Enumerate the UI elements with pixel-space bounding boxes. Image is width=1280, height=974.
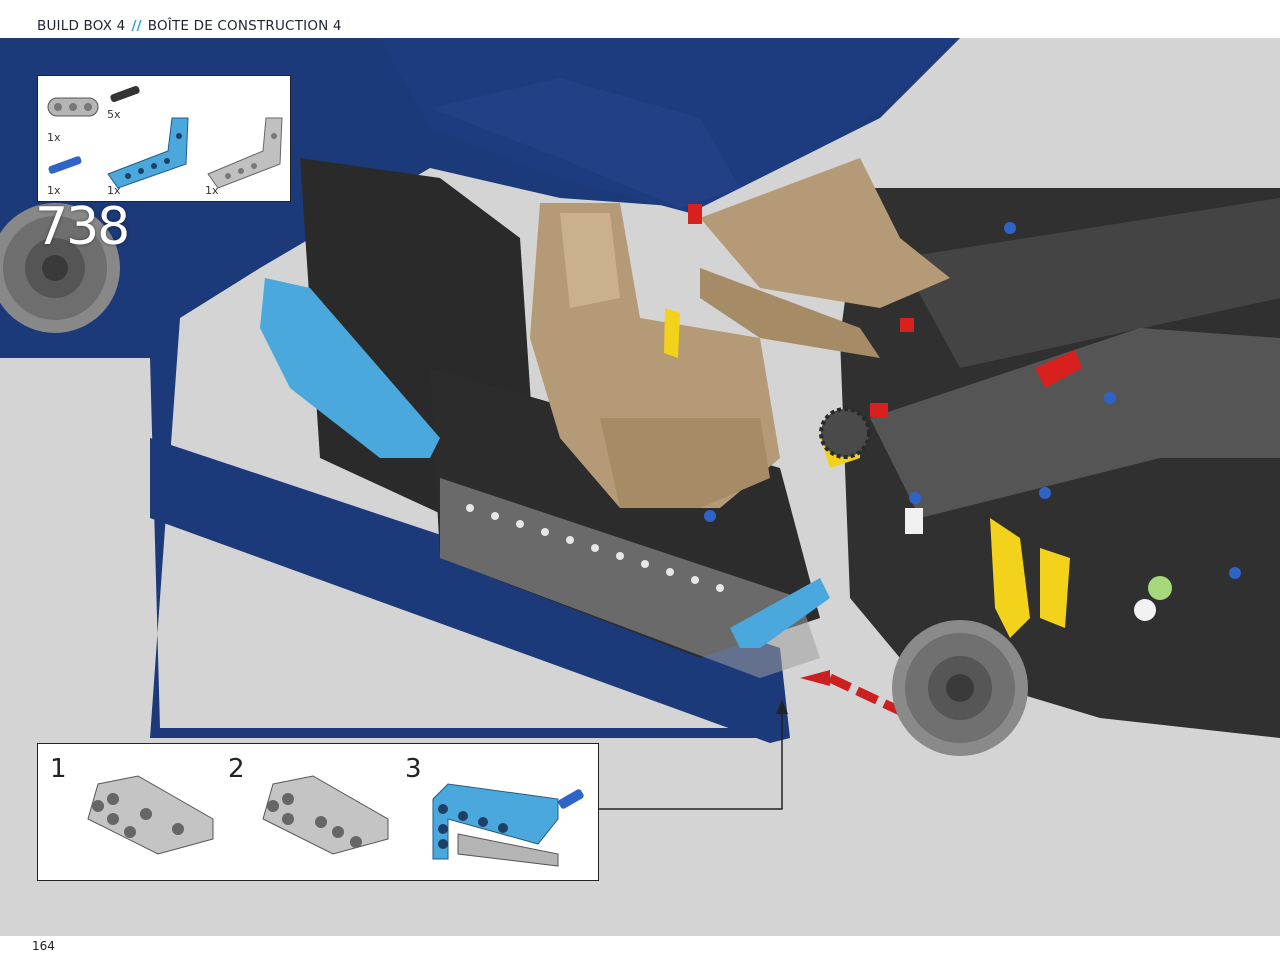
part-qty-blue-pin: 1x [47, 184, 61, 197]
red-bush [900, 318, 914, 332]
new-blue-l-beam [730, 578, 830, 648]
frame-crossmember [900, 198, 1280, 368]
white-pin-2 [905, 508, 923, 534]
parts-list: 1x 5x 1x 1x 1x [37, 75, 291, 202]
sub-step-3-number: 3 [405, 754, 422, 784]
red-axle-1 [1035, 350, 1082, 388]
red-connector [870, 403, 888, 417]
sub-step-1-graphic [87, 775, 214, 855]
sub-step-3-graphic [432, 783, 584, 867]
sub-step-1-number: 1 [50, 754, 67, 784]
sub-step-2-graphic [262, 775, 389, 855]
side-sill [150, 438, 790, 743]
beam-holes [466, 504, 724, 592]
green-pin [1148, 576, 1172, 600]
blue-pin [1004, 222, 1016, 234]
header-separator: // [131, 18, 142, 34]
blue-pin [704, 510, 716, 522]
grey-l-beam-icon [207, 117, 283, 189]
page-header: BUILD BOX 4 // BOÎTE DE CONSTRUCTION 4 [0, 0, 1280, 38]
header-title: BUILD BOX 4 // BOÎTE DE CONSTRUCTION 4 [37, 18, 342, 34]
sub-step-2-number: 2 [228, 754, 245, 784]
part-qty-grey-l-beam: 1x [205, 184, 219, 197]
wheel-hub-left [0, 203, 120, 333]
blue-l-beam-icon [107, 117, 189, 189]
header-title-fr: BOÎTE DE CONSTRUCTION 4 [147, 18, 342, 34]
page-footer: 164 [0, 936, 1280, 974]
blue-pin [909, 492, 921, 504]
frame-grey-beam [870, 328, 1280, 518]
seat-left-back [560, 213, 620, 308]
white-pin-1 [1134, 599, 1156, 621]
yellow-arm-2 [1040, 548, 1070, 628]
yellow-pin [664, 308, 680, 358]
blue-pin [1229, 567, 1241, 579]
gear [819, 407, 871, 459]
seat-rail [700, 268, 880, 358]
header-title-en: BUILD BOX 4 [37, 18, 126, 34]
seat-left-cushion [600, 418, 770, 508]
parts-illustration [47, 85, 283, 189]
door-panel-light-blue [260, 278, 440, 458]
blue-pin [1104, 392, 1116, 404]
red-axle-2 [688, 204, 702, 224]
callout-line [561, 706, 783, 810]
part-qty-blue-l-beam: 1x [107, 184, 121, 197]
yellow-arm-1 [990, 518, 1030, 638]
callout-arrowhead [776, 700, 788, 714]
blue-pin-icon [48, 156, 82, 174]
grey-beam-icon [47, 97, 99, 117]
seat-right [700, 158, 950, 308]
part-qty-grey-beam: 1x [47, 131, 61, 144]
grey-beam-floor [440, 478, 820, 678]
page-number: 164 [32, 939, 55, 953]
instruction-illustration: 1x 5x 1x 1x 1x 738 [0, 38, 1280, 936]
part-qty-black-pin: 5x [107, 108, 121, 121]
blue-pin [1039, 487, 1051, 499]
sub-assembly-illustration [87, 775, 584, 867]
roof-panel-detail [430, 78, 740, 208]
black-pin-icon [110, 85, 140, 103]
step-number: 738 [35, 197, 130, 257]
sub-assembly-box: 1 2 3 [37, 743, 599, 881]
car-body-blue [0, 38, 960, 738]
wheel-hub-right [892, 620, 1028, 756]
car-model-render [0, 38, 1280, 810]
